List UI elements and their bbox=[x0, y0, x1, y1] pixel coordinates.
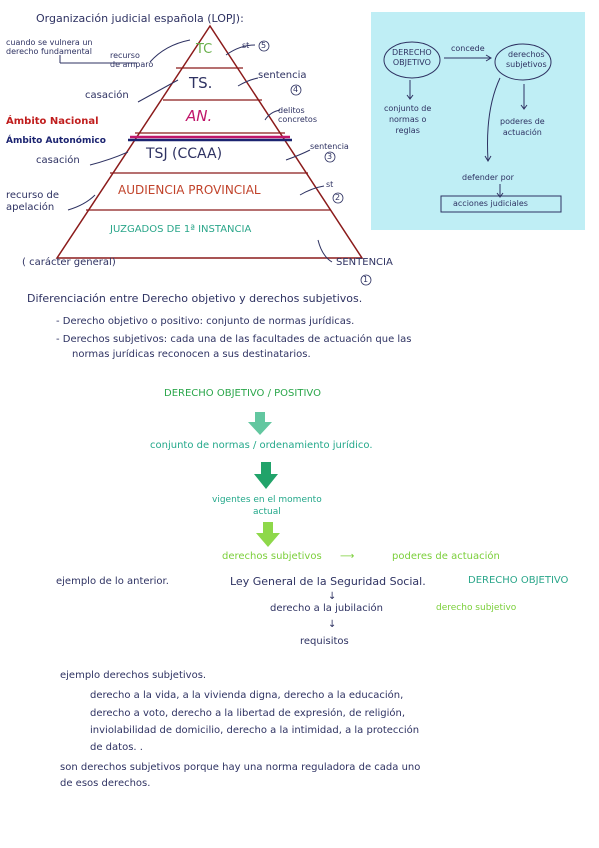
arrowhead bbox=[496, 192, 504, 198]
number-circle bbox=[360, 274, 372, 286]
flow-step-2: conjunto de normas / ordenamiento jurídi… bbox=[150, 440, 373, 451]
note-ambito-autonomico: Ámbito Autonómico bbox=[6, 136, 106, 146]
examples-line-3: inviolabilidad de domicilio, derecho a l… bbox=[90, 725, 420, 736]
note-sentencia3: sentencia bbox=[310, 142, 349, 151]
arrow-curve bbox=[237, 77, 259, 87]
examples-line-2: derecho a voto, derecho a la libertad de… bbox=[90, 708, 406, 719]
flow-step-1: DERECHO OBJETIVO / POSITIVO bbox=[164, 388, 321, 399]
note-recurso-amparo: recurso de amparo bbox=[110, 51, 154, 69]
level-tsj: TSJ (CCAA) bbox=[146, 146, 223, 162]
arrow-curve bbox=[149, 39, 191, 63]
arrowhead bbox=[406, 94, 414, 100]
number-circle bbox=[324, 151, 336, 163]
flow-step-4a: derechos subjetivos bbox=[222, 551, 322, 562]
note-sentencia1-num: 1 bbox=[363, 275, 369, 284]
arrow-curve bbox=[285, 149, 311, 161]
section-bullet-2-line1: - Derechos subjetivos: cada una de las f… bbox=[56, 334, 412, 345]
pyramid-outline bbox=[55, 24, 364, 259]
level-ts: TS. bbox=[189, 74, 213, 92]
concept-defender: defender por bbox=[462, 173, 514, 182]
examples-line-1: derecho a la vida, a la vivienda digna, … bbox=[90, 690, 404, 701]
concept-derechos-subjetivos: derechos subjetivos bbox=[506, 50, 547, 69]
example-jubilacion: derecho a la jubilación bbox=[270, 603, 383, 614]
arrow-curve bbox=[264, 109, 281, 121]
arrow-curve bbox=[137, 79, 179, 103]
concept-conjunto: conjunto de normas o reglas bbox=[384, 104, 432, 135]
note-recurso-apelacion: recurso de apelación bbox=[6, 190, 59, 213]
example-arrow-2: ↓ bbox=[328, 619, 337, 630]
level-audiencia: AUDIENCIA PROVINCIAL bbox=[118, 183, 261, 197]
examples-heading: ejemplo derechos subjetivos. bbox=[60, 670, 207, 681]
example-derecho-subjetivo: derecho subjetivo bbox=[436, 603, 517, 613]
note-casacion-1: casación bbox=[85, 90, 129, 101]
oval-derecho-objetivo bbox=[383, 41, 441, 79]
note-st2-num: 2 bbox=[335, 193, 341, 202]
note-ambito-nacional: Ámbito Nacional bbox=[6, 116, 99, 127]
flow-arrow-text: ⟶ bbox=[340, 551, 355, 562]
note-st5: st bbox=[242, 41, 250, 50]
oval-derechos-subjetivos bbox=[494, 43, 552, 81]
example-requisitos: requisitos bbox=[300, 636, 349, 647]
conclusion-line-1: son derechos subjetivos porque hay una n… bbox=[60, 762, 421, 773]
note-st5-num: 5 bbox=[261, 41, 267, 50]
arrowhead bbox=[484, 155, 492, 162]
concept-acciones: acciones judiciales bbox=[453, 199, 528, 208]
number-circle bbox=[332, 192, 344, 204]
page-title: Organización judicial española (LOPJ): bbox=[36, 12, 244, 25]
arrow-curve bbox=[317, 239, 333, 263]
example-ley: Ley General de la Seguridad Social. bbox=[230, 575, 426, 588]
concept-derecho-objetivo: DERECHO OBJETIVO bbox=[392, 48, 432, 67]
example-arrow-1: ↓ bbox=[328, 591, 337, 602]
arrow-curve bbox=[487, 77, 501, 161]
arrowhead bbox=[485, 54, 492, 62]
note-sentencia1: SENTENCIA bbox=[336, 257, 393, 268]
concept-concede: concede bbox=[451, 44, 485, 53]
level-tc: TC bbox=[196, 42, 213, 57]
level-juzgados: JUZGADOS DE 1ª INSTANCIA bbox=[110, 224, 252, 235]
note-amparo-condition: cuando se vulnera un derecho fundamental bbox=[6, 38, 93, 56]
conclusion-line-2: de esos derechos. bbox=[60, 778, 151, 789]
flow-step-3: vigentes en el momento actual bbox=[212, 495, 322, 517]
example-label: ejemplo de lo anterior. bbox=[56, 576, 169, 587]
note-st2: st bbox=[326, 180, 334, 189]
note-casacion-2: casación bbox=[36, 155, 80, 166]
pyramid-diagram bbox=[55, 24, 372, 286]
flow-step-4b: poderes de actuación bbox=[392, 551, 500, 562]
arrowhead bbox=[520, 104, 528, 110]
arrow-curve bbox=[299, 185, 325, 196]
flow-arrow-icon bbox=[256, 522, 280, 547]
concept-map-lines bbox=[383, 41, 562, 213]
flow-arrow-icon bbox=[254, 462, 278, 489]
note-caracter-general: ( carácter general) bbox=[22, 257, 116, 268]
box-acciones bbox=[440, 195, 562, 213]
note-sentencia4: sentencia bbox=[258, 70, 307, 81]
examples-line-4: de datos. . bbox=[90, 742, 143, 753]
section-heading: Diferenciación entre Derecho objetivo y … bbox=[27, 292, 363, 305]
arrow-curve bbox=[89, 151, 129, 166]
number-circle bbox=[290, 84, 302, 96]
concept-poderes: poderes de actuación bbox=[500, 117, 545, 137]
arrow-curve bbox=[67, 194, 96, 211]
number-circle bbox=[258, 40, 270, 52]
section-bullet-2-line2: normas jurídicas reconocen a sus destina… bbox=[72, 349, 311, 360]
example-derecho-objetivo: DERECHO OBJETIVO bbox=[468, 575, 569, 586]
concept-map-box bbox=[371, 12, 585, 230]
section-bullet-1: - Derecho objetivo o positivo: conjunto … bbox=[56, 316, 355, 327]
note-sentencia4-num: 4 bbox=[293, 85, 299, 94]
arrow-curve bbox=[225, 44, 256, 56]
flow-arrow-icon bbox=[248, 412, 272, 435]
note-sentencia3-num: 3 bbox=[327, 152, 333, 161]
note-delitos: delitos concretos bbox=[278, 106, 317, 124]
level-an: AN. bbox=[186, 107, 213, 125]
